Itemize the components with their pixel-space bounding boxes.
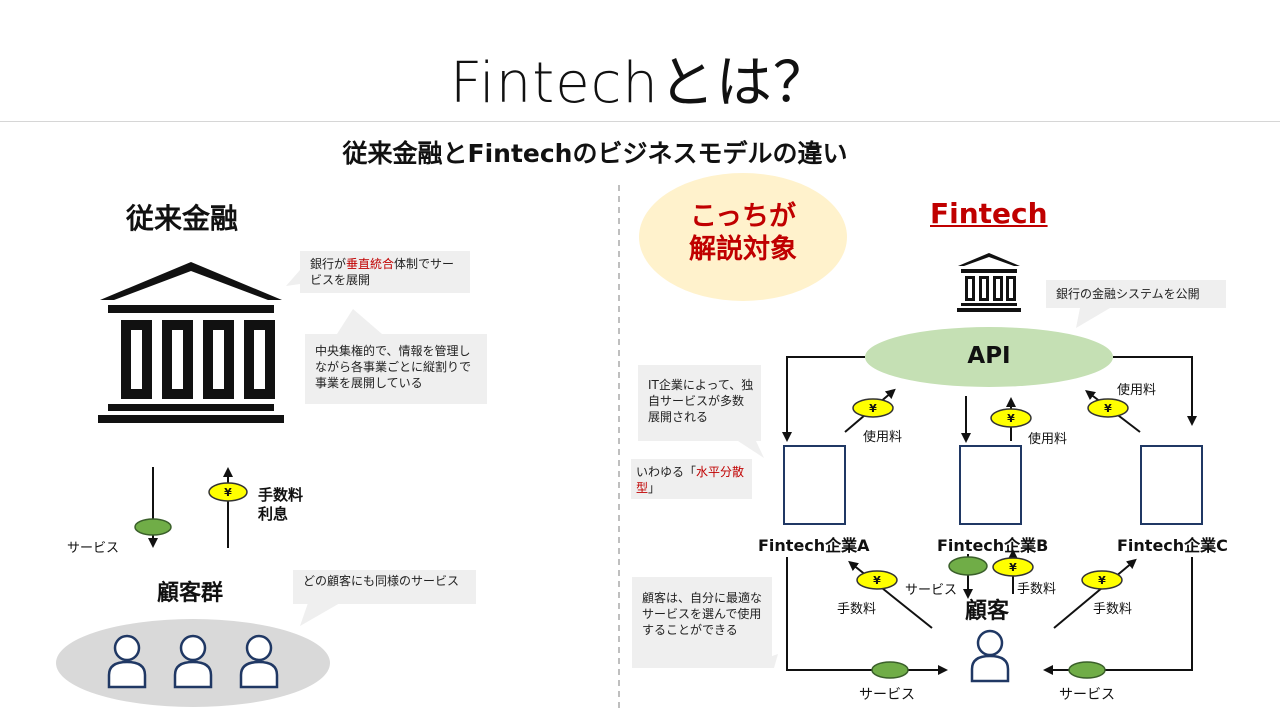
yen-text-fee-a: ¥ [873, 574, 881, 587]
company-c-label: Fintech企業C [1117, 536, 1228, 555]
customer-choice-callout: 顧客は、自分に最適なサービスを選んで使用することができる [632, 577, 772, 668]
left-fee-line1: 手数料 [258, 486, 304, 504]
customer-label: 顧客 [965, 599, 1010, 624]
company-b-label: Fintech企業B [937, 536, 1049, 555]
api-to-company-a [782, 356, 865, 442]
fee-label-a: 手数料 [837, 602, 877, 617]
yen-text-usage-b: ¥ [1007, 412, 1015, 425]
yen-text-fee-c: ¥ [1098, 574, 1106, 587]
customer-person-icon [970, 629, 1010, 683]
callout1-text-post: 体制でサービスを展開 [310, 257, 455, 287]
same-service-callout: どの顧客にも同様のサービス [293, 570, 476, 604]
horizontal-red: 水平分散型 [636, 465, 745, 495]
callout1-text-pre: 銀行が [310, 257, 347, 271]
usage-fee-label-b: 使用料 [1028, 432, 1068, 447]
badge-line2: 解説対象 [689, 234, 797, 265]
fee-label-b: 手数料 [1017, 582, 1057, 597]
service-token-c [1068, 661, 1106, 679]
yen-token-usage-c [1087, 398, 1129, 418]
api-ellipse [865, 327, 1113, 387]
horizontal-post: 」 [648, 481, 661, 495]
yen-text-usage-c: ¥ [1104, 402, 1112, 415]
service-token-b [948, 556, 988, 576]
centralized-callout: 中央集権的で、情報を管理しながら各事業ごとに縦割りで事業を展開している [305, 334, 487, 404]
yen-text-fee-b: ¥ [1009, 561, 1017, 574]
callout1-tail [286, 270, 300, 286]
highlight-badge-bg [639, 173, 847, 301]
bank-callout-tail [1076, 308, 1110, 328]
fee-label-c: 手数料 [1093, 602, 1133, 617]
usage-fee-label-a: 使用料 [863, 430, 903, 445]
small-bank-icon [957, 253, 1021, 312]
callout1-text-red: 垂直統合 [346, 257, 395, 271]
yen-token-fee-a [856, 570, 898, 590]
highlight-badge-text: こっちが 解説対象 [639, 200, 847, 266]
left-service-label: サービス [67, 541, 120, 556]
left-fee-line2: 利息 [258, 505, 289, 523]
company-a-label: Fintech企業A [758, 536, 870, 555]
company-a-box [783, 445, 846, 525]
yen-token-fee-b [992, 557, 1034, 577]
usage-fee-label-c: 使用料 [1117, 383, 1157, 398]
slide-subtitle: 従来金融とFintechのビジネスモデルの違い [342, 139, 848, 168]
company-b-box [959, 445, 1022, 525]
yen-token-fee-c [1081, 570, 1123, 590]
fee-flow-c [1053, 558, 1137, 629]
company-c-box [1140, 445, 1203, 525]
bank-icon [98, 262, 284, 423]
title-divider [0, 121, 1280, 122]
callout2-tail [337, 309, 382, 334]
yen-text-usage-a: ¥ [869, 402, 877, 415]
person-icons [107, 634, 279, 689]
service-label-c: サービス [1059, 687, 1115, 703]
left-heading: 従来金融 [126, 202, 239, 235]
yen-token-usage-b [990, 408, 1032, 428]
yen-token-usage-a [852, 398, 894, 418]
slide-title: Fintechとは？ [450, 51, 830, 116]
api-label: API [967, 343, 1011, 369]
service-token-a [871, 661, 909, 679]
horizontal-callout: いわゆる「水平分散型」 [631, 459, 752, 499]
service-label-b: サービス [905, 583, 958, 598]
yen-token-left [208, 482, 248, 502]
it-callout-tail [738, 441, 764, 458]
bank-open-callout: 銀行の金融システムを公開 [1046, 280, 1226, 308]
yen-text-left: ¥ [224, 486, 232, 499]
customer-group-label: 顧客群 [157, 581, 224, 606]
left-fee-label: 手数料 利息 [258, 486, 303, 524]
fintech-heading: Fintech [930, 197, 1048, 230]
callout3-tail [300, 603, 340, 626]
it-companies-callout: IT企業によって、独自サービスが多数展開される [638, 365, 761, 441]
api-to-company-c [1113, 356, 1197, 426]
vertical-integration-callout: 銀行が垂直統合体制でサービスを展開 [300, 251, 470, 293]
service-token [134, 518, 172, 536]
horizontal-pre: いわゆる「 [636, 465, 697, 479]
service-label-a: サービス [859, 687, 915, 703]
badge-line1: こっちが [689, 201, 797, 232]
